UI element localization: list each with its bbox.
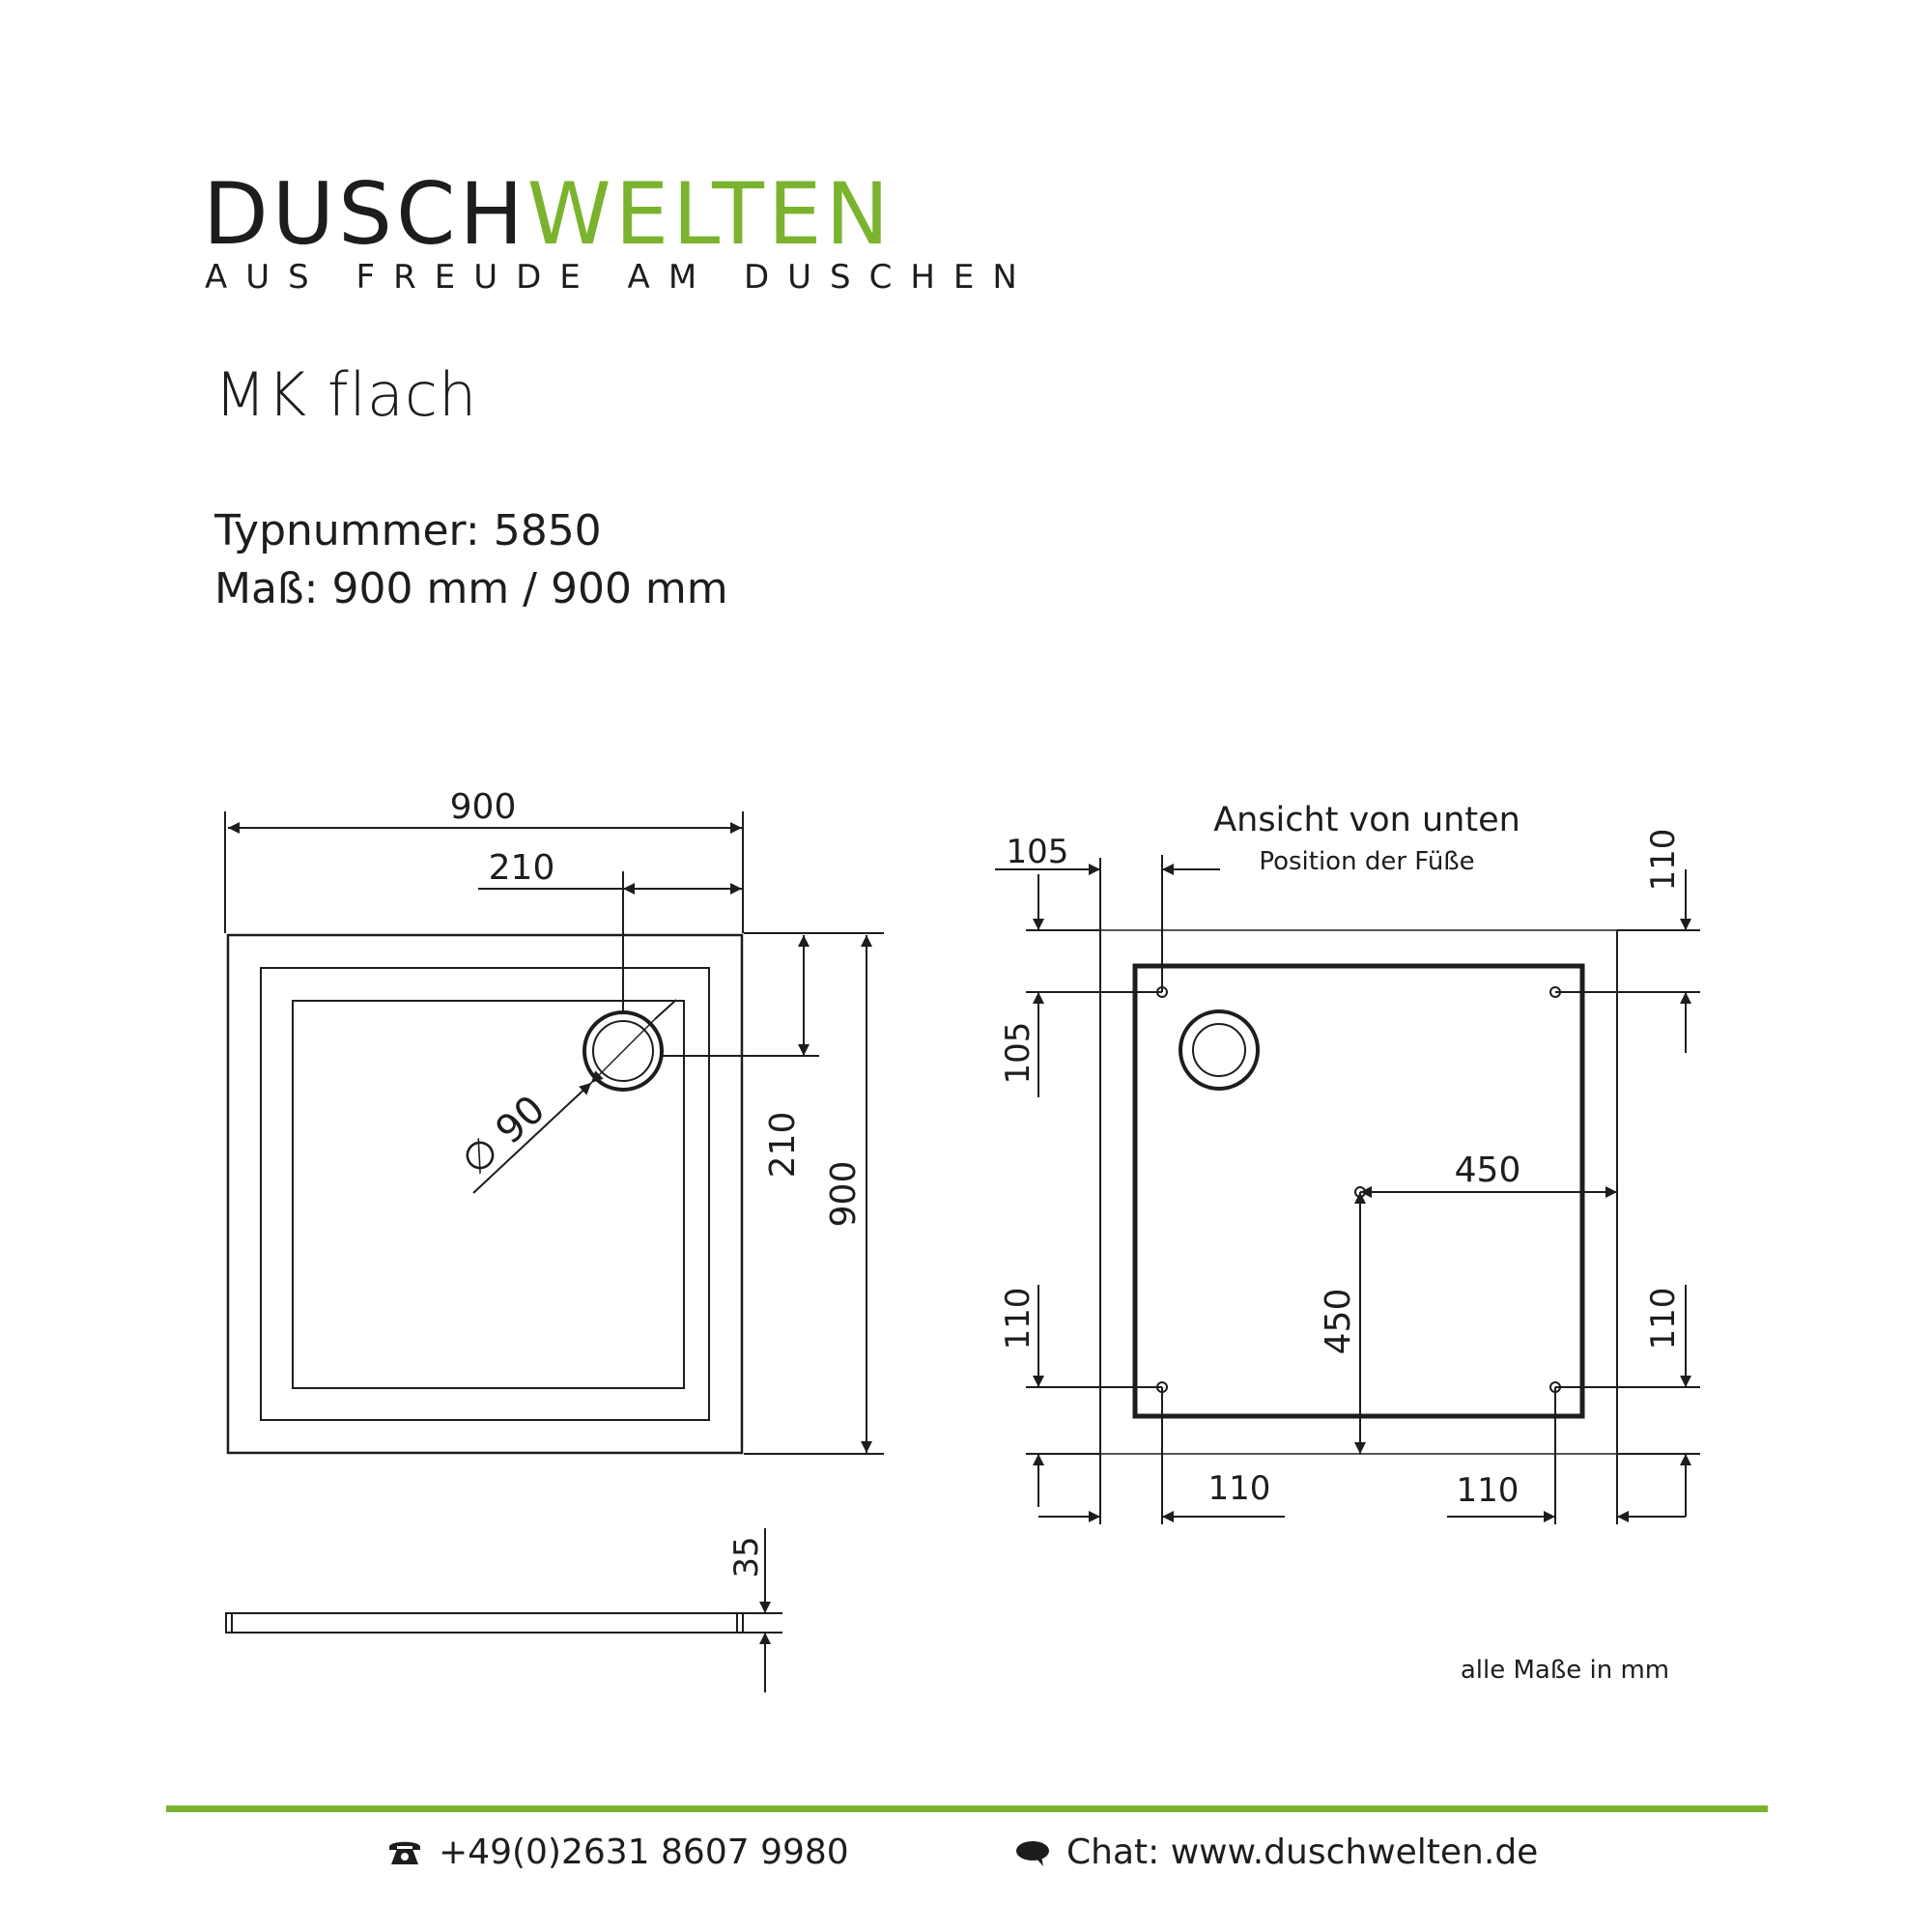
dimensions-label: Maß: <box>214 564 319 613</box>
product-name: MK flach <box>214 359 478 430</box>
dim-width: 900 <box>450 787 517 827</box>
footer-divider <box>166 1805 1768 1812</box>
type-number-label: Typnummer: <box>214 506 480 555</box>
dim-left-lower: 110 <box>999 1288 1037 1350</box>
dim-left-offset: 105 <box>1007 833 1069 871</box>
tray-outer-edge <box>226 933 744 1455</box>
brand-logo: DUSCHWELTEN <box>203 172 893 257</box>
dimensions-value: 900 mm / 900 mm <box>331 564 728 613</box>
dim-drain-offset-x: 210 <box>489 848 555 888</box>
dim-top-right: 110 <box>1644 829 1683 892</box>
contact-phone: +49(0)2631 8607 9980 <box>386 1835 849 1870</box>
contact-chat[interactable]: Chat: www.duschwelten.de <box>1014 1835 1538 1870</box>
dimensions: Maß: 900 mm / 900 mm <box>214 568 728 611</box>
bottom-view-title: Ansicht von unten <box>1213 801 1520 839</box>
type-number-value: 5850 <box>493 506 602 555</box>
brand-name-green: WELTEN <box>526 164 894 264</box>
dim-center-y: 450 <box>1319 1289 1358 1355</box>
dim-right-lower: 110 <box>1644 1288 1683 1350</box>
tray-floor <box>292 1000 685 1389</box>
phone-number: +49(0)2631 8607 9980 <box>439 1833 849 1872</box>
brand-name-dark: DUSCH <box>203 164 527 264</box>
dim-center-x: 450 <box>1455 1151 1521 1190</box>
bottom-view-subtitle: Position der Füße <box>1259 847 1474 876</box>
units-note: alle Maße in mm <box>1461 1656 1669 1685</box>
drain-bottom <box>1179 1009 1260 1091</box>
tray-side-profile <box>225 1612 744 1634</box>
dim-bottom-right: 110 <box>1457 1471 1520 1510</box>
phone-icon <box>386 1837 423 1868</box>
brand-tagline: AUS FREUDE AM DUSCHEN <box>205 258 1036 297</box>
dim-bottom-left: 110 <box>1208 1469 1271 1508</box>
top-view <box>224 811 884 1455</box>
chat-bubble-icon <box>1014 1837 1051 1868</box>
bottom-view <box>995 855 1700 1524</box>
dim-thickness: 35 <box>727 1536 766 1577</box>
dim-left-upper: 105 <box>999 1022 1037 1085</box>
chat-link[interactable]: Chat: www.duschwelten.de <box>1066 1833 1539 1872</box>
dim-height: 900 <box>824 1161 864 1228</box>
dim-drain-diameter: ∅ 90 <box>453 1087 554 1183</box>
type-number: Typnummer: 5850 <box>214 510 602 553</box>
dim-drain-offset-y: 210 <box>763 1112 803 1179</box>
side-view <box>225 1528 782 1692</box>
tray-rim <box>260 967 710 1421</box>
